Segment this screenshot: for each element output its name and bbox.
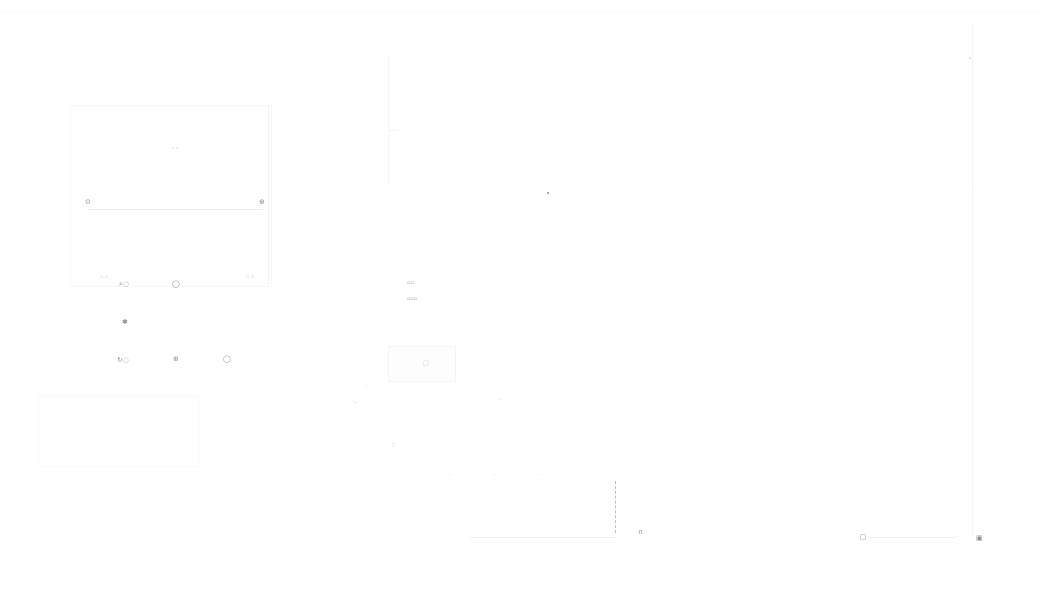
mid-icon-5[interactable]: ⊕ (173, 355, 179, 363)
header-divider (0, 12, 1040, 13)
scroll-mid-icon[interactable]: · (969, 186, 971, 192)
left-panel-icon[interactable]: ⊙ (85, 198, 91, 206)
center-guide (388, 55, 389, 185)
corner-icon[interactable]: ▣ (976, 534, 983, 542)
scatter-mark-3: · (500, 397, 502, 403)
bottom-divider (615, 481, 616, 533)
scatter-mark-1: · (366, 383, 368, 389)
mid-icon-1[interactable]: ⌕◌ (119, 280, 130, 288)
left-panel-title-mark: • • (171, 146, 179, 152)
dot-row-3: ·· (537, 472, 541, 478)
mid-text-2: ▫▫▫ (407, 296, 418, 302)
mid-icon-4[interactable]: ↻◌ (117, 356, 129, 364)
row-mark-1: ▫ ▫ (100, 274, 109, 280)
dot-row-2: ·· · (493, 472, 500, 478)
center-mark: ∙ (546, 189, 551, 197)
row-mark-2: ▫ ▫ (246, 274, 255, 280)
scroll-rail[interactable] (972, 25, 973, 535)
mid-icon-3[interactable]: ✱ (122, 318, 128, 326)
lower-left-block (38, 395, 200, 467)
left-panel (70, 105, 272, 287)
left-panel-right-edge (268, 105, 269, 285)
mid-icon-2[interactable]: ◯ (172, 280, 180, 288)
dot-row-1: ·· (448, 472, 452, 478)
center-guide-h (388, 130, 398, 131)
scatter-mark-2: ·, (353, 399, 357, 405)
center-button[interactable] (388, 346, 456, 382)
bottom-left-icon[interactable]: ∩ (638, 528, 644, 536)
left-panel-inner-divider (88, 209, 263, 210)
bottom-bar-left (470, 537, 615, 538)
mid-text-1: ▫▫ (407, 280, 414, 286)
bottom-right-icon[interactable]: ▢ (860, 533, 867, 541)
scatter-mark-4: ⁚⁚ (392, 443, 396, 449)
mid-icon-6[interactable]: ◯ (223, 355, 231, 363)
mid-icon-7[interactable]: ▢ (423, 359, 430, 367)
bottom-dot: · (956, 534, 958, 540)
scroll-top-icon[interactable]: ◦ (968, 55, 973, 63)
bottom-bar-right (870, 537, 955, 538)
right-panel-icon[interactable]: ⊕ (259, 198, 265, 206)
